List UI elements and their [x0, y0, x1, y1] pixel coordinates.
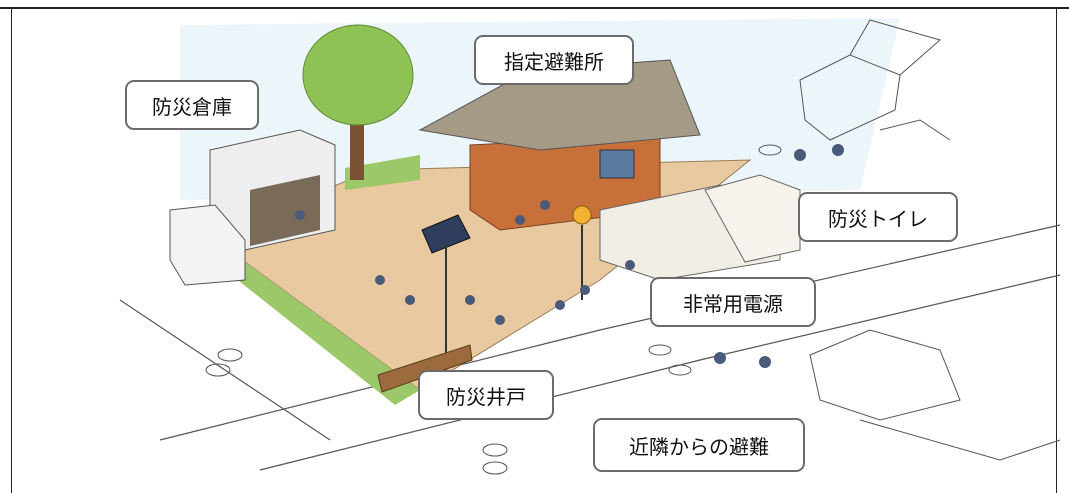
shelter-label: 指定避難所: [474, 35, 634, 85]
frame-top-border: [0, 7, 1069, 9]
collapsed-house-top-right: [799, 19, 951, 141]
grass-left: [200, 240, 420, 405]
frame-left-border: [11, 8, 12, 493]
people: [295, 144, 844, 368]
road: [119, 224, 1061, 471]
parked-car: [169, 204, 246, 286]
evacuation-label: 近隣からの避難: [593, 418, 805, 472]
power-label: 非常用電源: [650, 277, 816, 327]
well-bench: [377, 344, 473, 393]
toilet-label: 防災トイレ: [798, 192, 958, 242]
collapsed-house-bottom-right: [809, 329, 1061, 461]
grass-back: [345, 155, 420, 190]
footprint-stones: [205, 144, 782, 475]
toilet-tents: [599, 174, 801, 281]
storage-shed: [209, 129, 336, 251]
storage-label: 防災倉庫: [125, 80, 259, 130]
frame-right-border: [1056, 8, 1057, 493]
tree: [302, 24, 414, 180]
well-label: 防災井戸: [418, 370, 554, 420]
streetlight: [572, 205, 592, 300]
